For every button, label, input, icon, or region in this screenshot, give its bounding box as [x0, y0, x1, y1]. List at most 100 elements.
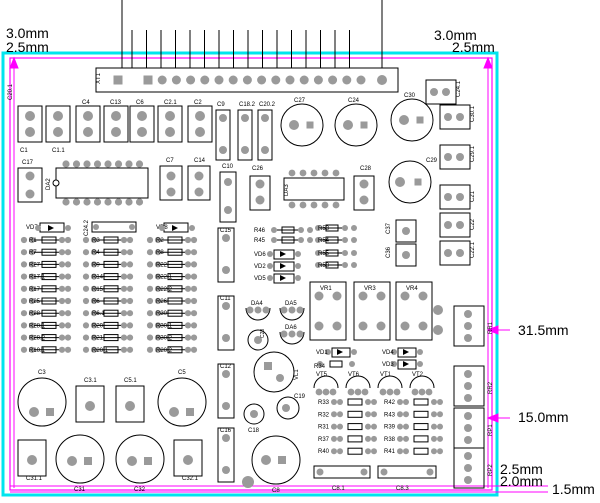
solder-pad [90, 334, 98, 341]
keepout-outline [9, 57, 493, 491]
solder-pad [331, 411, 337, 418]
solder-pad [437, 423, 443, 430]
solder-pad [295, 251, 301, 257]
capacitor-label: C28 [360, 166, 372, 172]
solder-pad [146, 310, 154, 317]
component-box [425, 79, 457, 105]
solder-pad [154, 273, 162, 280]
solder-pad [332, 321, 342, 331]
solder-pad [399, 115, 409, 125]
solder-pad [120, 285, 128, 292]
solder-pad [351, 262, 357, 268]
dimension-arrows [9, 56, 548, 493]
solder-pad [65, 225, 71, 231]
electrolytic-capacitor [390, 98, 434, 142]
capacitor-label: C8 [272, 488, 280, 494]
capacitor-label: C15 [220, 228, 232, 234]
solder-pad [135, 198, 144, 206]
solder-pad [426, 468, 434, 476]
solder-pad [313, 75, 323, 85]
solder-pad [391, 349, 397, 355]
solder-pad [380, 468, 388, 476]
component-label: C29.1 [470, 145, 476, 162]
resistor-label: R30.2 [156, 336, 173, 342]
dim-top-left-inner: 2.5mm [6, 39, 49, 55]
capacitor-box [257, 109, 273, 161]
component-box [395, 219, 417, 243]
solder-pad [82, 261, 90, 268]
ic-da2-body [55, 167, 149, 199]
diode-label: VD4 [382, 350, 394, 356]
solder-pad [298, 227, 304, 233]
solder-pad [104, 198, 112, 206]
solder-pad [222, 370, 230, 378]
capacitor-label: C4 [82, 100, 90, 106]
electrolytic-capacitor [251, 435, 301, 485]
solder-pad [242, 75, 252, 85]
square-pad [414, 178, 422, 186]
capacitor-label: C28 [260, 329, 266, 338]
solder-pad [85, 401, 95, 411]
resistor-body [325, 224, 339, 232]
solder-pad [285, 75, 295, 85]
solder-pad [444, 113, 452, 121]
trimmer-label: RR1 [488, 321, 494, 334]
ic-notch [52, 179, 60, 187]
capacitor-box [75, 105, 101, 143]
solder-pad [120, 310, 128, 317]
solder-pad [90, 346, 98, 353]
solder-pad [28, 285, 36, 292]
solder-pad [331, 435, 337, 442]
solder-pad [195, 111, 205, 121]
trimmer-body [453, 365, 485, 407]
transistor-label: VT1 [380, 372, 392, 378]
resistor-label: R26 [156, 299, 168, 305]
solder-pad [20, 310, 28, 317]
solder-pad [20, 236, 28, 244]
solder-pad [120, 334, 128, 341]
solder-pad [228, 75, 238, 85]
solder-pad [464, 394, 472, 402]
solder-pad [295, 263, 301, 269]
solder-pad [82, 346, 90, 353]
solder-pad [146, 297, 154, 305]
electrolytic-capacitor [280, 103, 324, 147]
solder-pad [190, 346, 198, 353]
solder-pad [379, 388, 387, 396]
solder-pad [437, 411, 443, 418]
component-label: C21 [470, 190, 476, 202]
diode-label: VD6 [254, 252, 266, 258]
resistor-label: R1 [29, 238, 37, 244]
solder-pad [190, 249, 198, 256]
resistor-label: R2 [156, 238, 164, 244]
solder-pad [64, 236, 72, 244]
solder-pad [64, 334, 72, 341]
solder-pad [72, 160, 81, 168]
solder-pad [64, 285, 72, 292]
solder-pad [126, 273, 134, 280]
solder-pad [358, 291, 368, 301]
solder-pad [190, 322, 198, 329]
resistor-label: R20.1 [92, 348, 109, 354]
solder-pad [64, 297, 72, 305]
capacitor-label: C1.1 [52, 148, 65, 154]
solder-pad [418, 388, 426, 396]
solder-pad [166, 187, 176, 197]
solder-pad [219, 114, 227, 122]
resistor-body [167, 236, 183, 244]
electrolytic-capacitor [157, 377, 207, 427]
resistor-body [103, 309, 119, 317]
solder-pad [361, 388, 369, 396]
dim-top-right-outer: 3.0mm [434, 27, 477, 43]
solder-pad [222, 402, 230, 410]
solder-pad [154, 334, 162, 341]
diode-body [331, 347, 351, 358]
solder-pad [464, 452, 472, 460]
resistor-body [325, 249, 339, 257]
solder-pad [222, 434, 230, 442]
diode-body [397, 359, 417, 370]
transistor-label: VT6 [348, 372, 360, 378]
transistor-outline [245, 307, 271, 321]
solder-pad [262, 306, 270, 314]
diode-symbol [337, 349, 343, 355]
